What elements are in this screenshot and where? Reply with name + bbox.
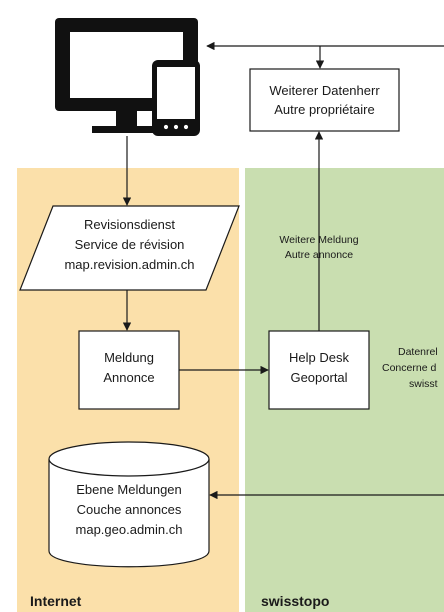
reports-layer-cylinder-top — [48, 441, 210, 477]
reports-layer-line-3: map.geo.admin.ch — [76, 522, 183, 537]
revision-service-parallelogram — [19, 205, 240, 291]
revision-service-line-1: Revisionsdienst — [84, 217, 175, 232]
data-owner-box — [249, 68, 400, 132]
truncated-data-label-line-1: Datenrel — [398, 346, 438, 358]
monitor-base — [92, 126, 161, 133]
revision-service-node: Revisionsdienst Service de révision map.… — [19, 205, 240, 291]
data-owner-node: Weiterer Datenherr Autre propriétaire — [249, 68, 400, 132]
data-owner-line-1: Weiterer Datenherr — [269, 83, 380, 98]
reports-layer-line-2: Couche annonces — [77, 502, 182, 517]
smartphone-dot-3 — [183, 124, 189, 130]
smartphone-dot-1 — [163, 124, 169, 130]
revision-service-line-3: map.revision.admin.ch — [64, 257, 194, 272]
reports-layer-cylinder-body — [48, 459, 210, 568]
smartphone-dot-2 — [173, 124, 179, 130]
help-desk-node: Help Desk Geoportal — [268, 330, 370, 410]
internet-lane-title: Internet — [30, 593, 82, 609]
reports-layer-node: Ebene Meldungen Couche annonces map.geo.… — [48, 441, 210, 568]
truncated-data-label-line-2: Concerne d — [382, 362, 436, 374]
report-line-1: Meldung — [104, 350, 154, 365]
further-report-label-line-1: Weitere Meldung — [279, 234, 358, 246]
further-report-label-line-2: Autre annonce — [285, 249, 353, 261]
monitor-neck — [116, 111, 137, 126]
help-desk-box — [268, 330, 370, 410]
smartphone-screen — [157, 67, 195, 119]
revision-service-line-2: Service de révision — [75, 237, 185, 252]
report-node: Meldung Annonce — [78, 330, 180, 410]
report-line-2: Annonce — [103, 370, 154, 385]
data-owner-line-2: Autre propriétaire — [274, 102, 374, 117]
swisstopo-lane-title: swisstopo — [261, 593, 329, 609]
help-desk-line-1: Help Desk — [289, 350, 349, 365]
help-desk-line-2: Geoportal — [290, 370, 347, 385]
reports-layer-line-1: Ebene Meldungen — [76, 482, 182, 497]
truncated-data-label-line-3: swisst — [409, 378, 438, 390]
monitor-and-smartphone-icon — [55, 18, 200, 136]
